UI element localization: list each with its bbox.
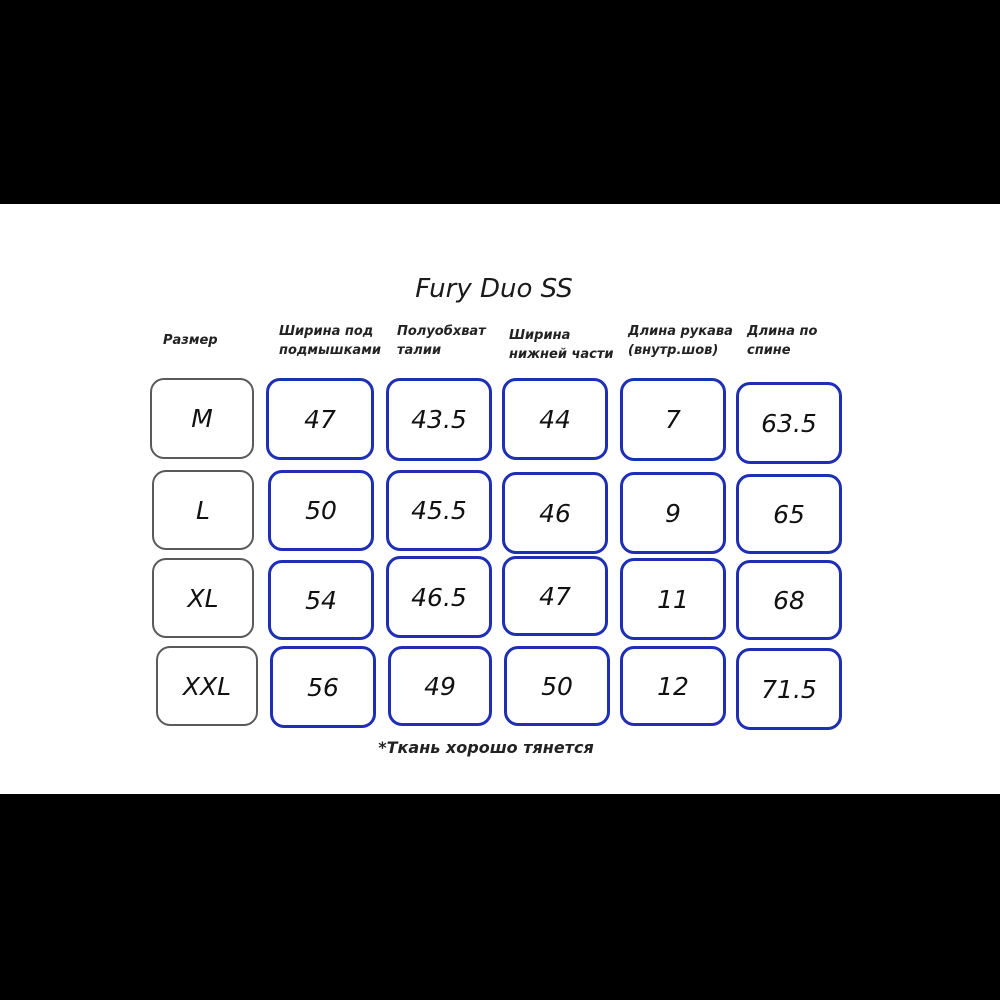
value-cell: 47 <box>266 378 374 460</box>
value-cell: 65 <box>736 474 842 554</box>
value-cell: 68 <box>736 560 842 640</box>
value-cell: 46.5 <box>386 556 492 638</box>
size-cell: M <box>150 378 254 459</box>
size-cell: XL <box>152 558 254 638</box>
value-cell: 63.5 <box>736 382 842 464</box>
value-cell: 50 <box>504 646 610 726</box>
header-size: Размер <box>163 333 218 348</box>
value-cell: 47 <box>502 556 608 636</box>
header-waist-half: Полуобхват талии <box>397 324 486 358</box>
value-cell: 12 <box>620 646 726 726</box>
size-cell: L <box>152 470 254 550</box>
value-cell: 54 <box>268 560 374 640</box>
value-cell: 11 <box>620 558 726 640</box>
size-cell: XXL <box>156 646 258 726</box>
value-cell: 9 <box>620 472 726 554</box>
value-cell: 43.5 <box>386 378 492 461</box>
value-cell: 44 <box>502 378 608 460</box>
value-cell: 45.5 <box>386 470 492 551</box>
value-cell: 50 <box>268 470 374 551</box>
chart-title: Fury Duo SS <box>415 274 573 304</box>
value-cell: 49 <box>388 646 492 726</box>
value-cell: 7 <box>620 378 726 461</box>
footnote: *Ткань хорошо тянется <box>378 738 594 757</box>
header-underarm-width: Ширина под подмышками <box>279 324 381 358</box>
header-back-length: Длина по спине <box>747 324 818 358</box>
value-cell: 56 <box>270 646 376 728</box>
header-bottom-width: Ширина нижней части <box>509 328 614 362</box>
header-sleeve-length: Длина рукава (внутр.шов) <box>628 324 733 358</box>
value-cell: 46 <box>502 472 608 554</box>
size-chart-panel: Fury Duo SS Размер Ширина под подмышками… <box>0 204 1000 794</box>
value-cell: 71.5 <box>736 648 842 730</box>
